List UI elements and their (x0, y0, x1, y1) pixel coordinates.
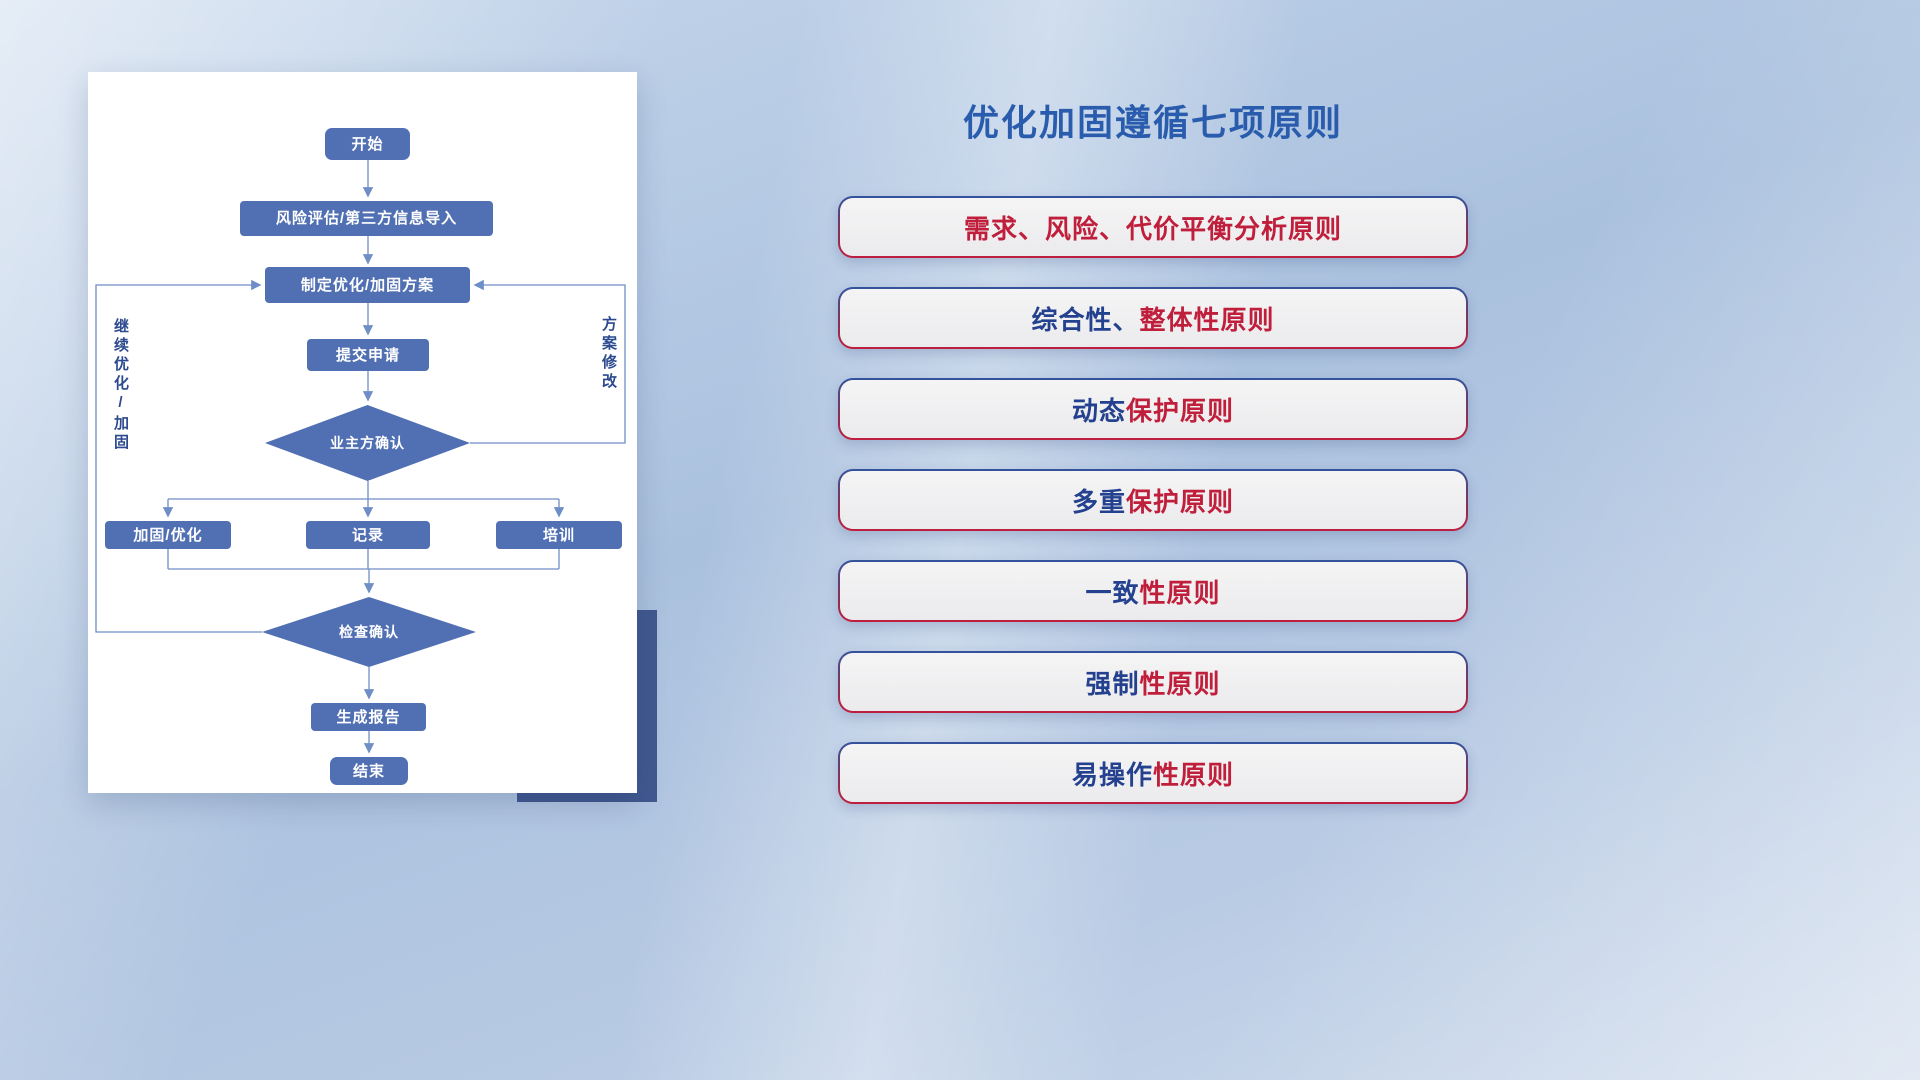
flow-node-risk-assessment: 风险评估/第三方信息导入 (240, 201, 493, 236)
principle-2-text-accent: 整体性原则 (1139, 304, 1275, 335)
principle-card-5: 一致 性原则 (838, 560, 1468, 622)
principle-card-6: 强制 性原则 (838, 651, 1468, 713)
principle-card-6-body: 强制 性原则 (840, 653, 1466, 711)
principle-7-text-accent: 性原则 (1153, 759, 1235, 790)
principle-4-text-accent: 保护原则 (1126, 486, 1235, 517)
principle-6-text-accent: 性原则 (1139, 668, 1221, 699)
flow-node-submit-request: 提交申请 (307, 339, 429, 371)
flowchart-card: 开始 风险评估/第三方信息导入 制定优化/加固方案 提交申请 业主方确认 加固/… (88, 72, 637, 793)
principle-card-2: 综合性、 整体性原则 (838, 287, 1468, 349)
principle-card-4: 多重 保护原则 (838, 469, 1468, 531)
principle-card-5-body: 一致 性原则 (840, 562, 1466, 620)
principle-card-3-body: 动态 保护原则 (840, 380, 1466, 438)
principle-4-text-primary: 多重 (1071, 486, 1126, 517)
principle-card-3: 动态 保护原则 (838, 378, 1468, 440)
principle-card-7-body: 易操作 性原则 (840, 744, 1466, 802)
principle-5-text-primary: 一致 (1085, 577, 1140, 608)
principle-2-text-primary: 综合性、 (1031, 304, 1140, 335)
principle-5-text-accent: 性原则 (1139, 577, 1221, 608)
flow-connectors (95, 160, 626, 754)
flow-node-generate-report: 生成报告 (311, 703, 426, 731)
principle-3-text-accent: 保护原则 (1126, 395, 1235, 426)
principle-1-text-accent: 需求、风险、代价平衡分析原则 (963, 213, 1342, 244)
flow-node-plan: 制定优化/加固方案 (265, 267, 470, 303)
principles-panel: 需求、风险、代价平衡分析原则 综合性、 整体性原则 动态 保护原则 多重 保护原… (838, 196, 1468, 833)
principle-6-text-primary: 强制 (1085, 668, 1140, 699)
principle-card-2-body: 综合性、 整体性原则 (840, 289, 1466, 347)
flow-node-end: 结束 (330, 757, 408, 785)
principle-7-text-primary: 易操作 (1071, 759, 1153, 790)
principle-card-1-body: 需求、风险、代价平衡分析原则 (840, 198, 1466, 256)
flow-node-start: 开始 (325, 128, 410, 160)
flow-node-reinforce-optimize: 加固/优化 (105, 521, 231, 549)
flow-node-record: 记录 (306, 521, 430, 549)
principle-3-text-primary: 动态 (1071, 395, 1126, 426)
principle-card-4-body: 多重 保护原则 (840, 471, 1466, 529)
page-title: 优化加固遵循七项原则 (962, 102, 1343, 143)
principle-card-7: 易操作 性原则 (838, 742, 1468, 804)
loop-label-plan-modify: 方案修改 (600, 316, 617, 392)
loop-label-continue-optimize: 继续优化/加固 (112, 318, 129, 453)
flow-node-training: 培训 (496, 521, 622, 549)
principle-card-1: 需求、风险、代价平衡分析原则 (838, 196, 1468, 258)
